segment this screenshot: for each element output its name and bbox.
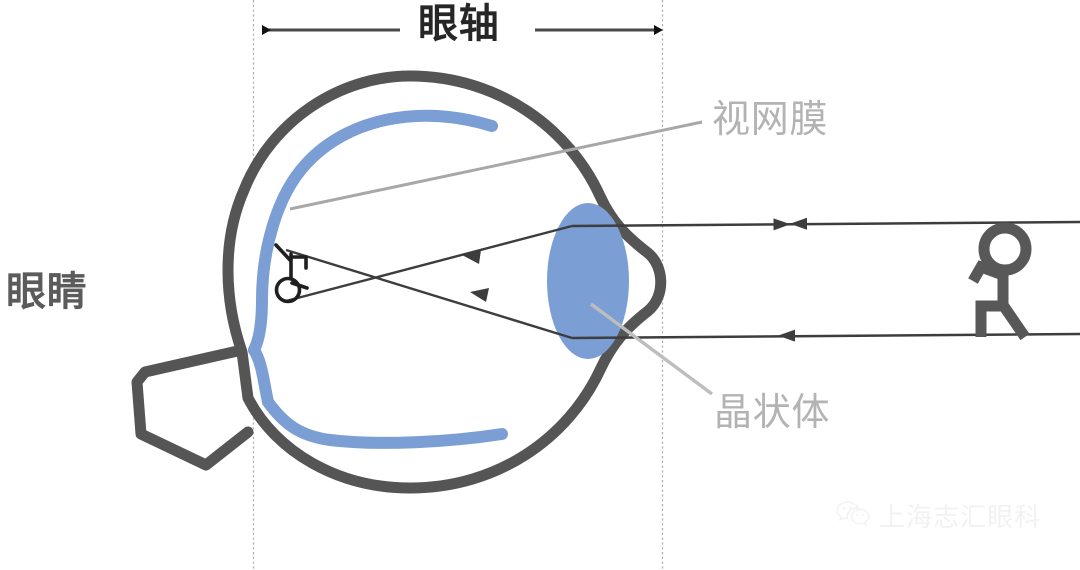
watermark-text: 上海志汇眼科 bbox=[879, 501, 1042, 532]
lens-label: 晶状体 bbox=[714, 392, 831, 434]
retina-arc-upper bbox=[248, 109, 498, 356]
optic-nerve bbox=[131, 344, 254, 471]
stick-figure-inverted bbox=[274, 243, 309, 304]
retina-arc-lower bbox=[248, 344, 508, 449]
ray-arrowhead-lower-right bbox=[778, 329, 795, 342]
wechat-icon bbox=[836, 500, 870, 533]
light-ray-upper-refracted bbox=[285, 224, 573, 303]
crystalline-lens bbox=[547, 203, 629, 359]
axial-length-label: 眼轴 bbox=[418, 2, 500, 46]
eye-label: 眼睛 bbox=[6, 270, 88, 314]
ray-arrowhead-upper-right bbox=[790, 217, 807, 230]
lens-leader-line bbox=[589, 302, 714, 396]
retina-leader-line bbox=[289, 120, 703, 211]
retina-label: 视网膜 bbox=[712, 99, 829, 141]
watermark: 上海志汇眼科 bbox=[836, 500, 1041, 533]
eyeball-outline bbox=[222, 70, 667, 494]
light-ray-lower-incoming bbox=[571, 332, 1080, 340]
stick-figure-upright bbox=[968, 222, 1032, 341]
ray-arrowhead-upper-inner bbox=[462, 250, 481, 264]
light-ray-lower-refracted bbox=[285, 248, 573, 340]
light-ray-upper-incoming bbox=[571, 220, 1080, 228]
ray-arrowhead-lower-inner bbox=[470, 288, 489, 302]
